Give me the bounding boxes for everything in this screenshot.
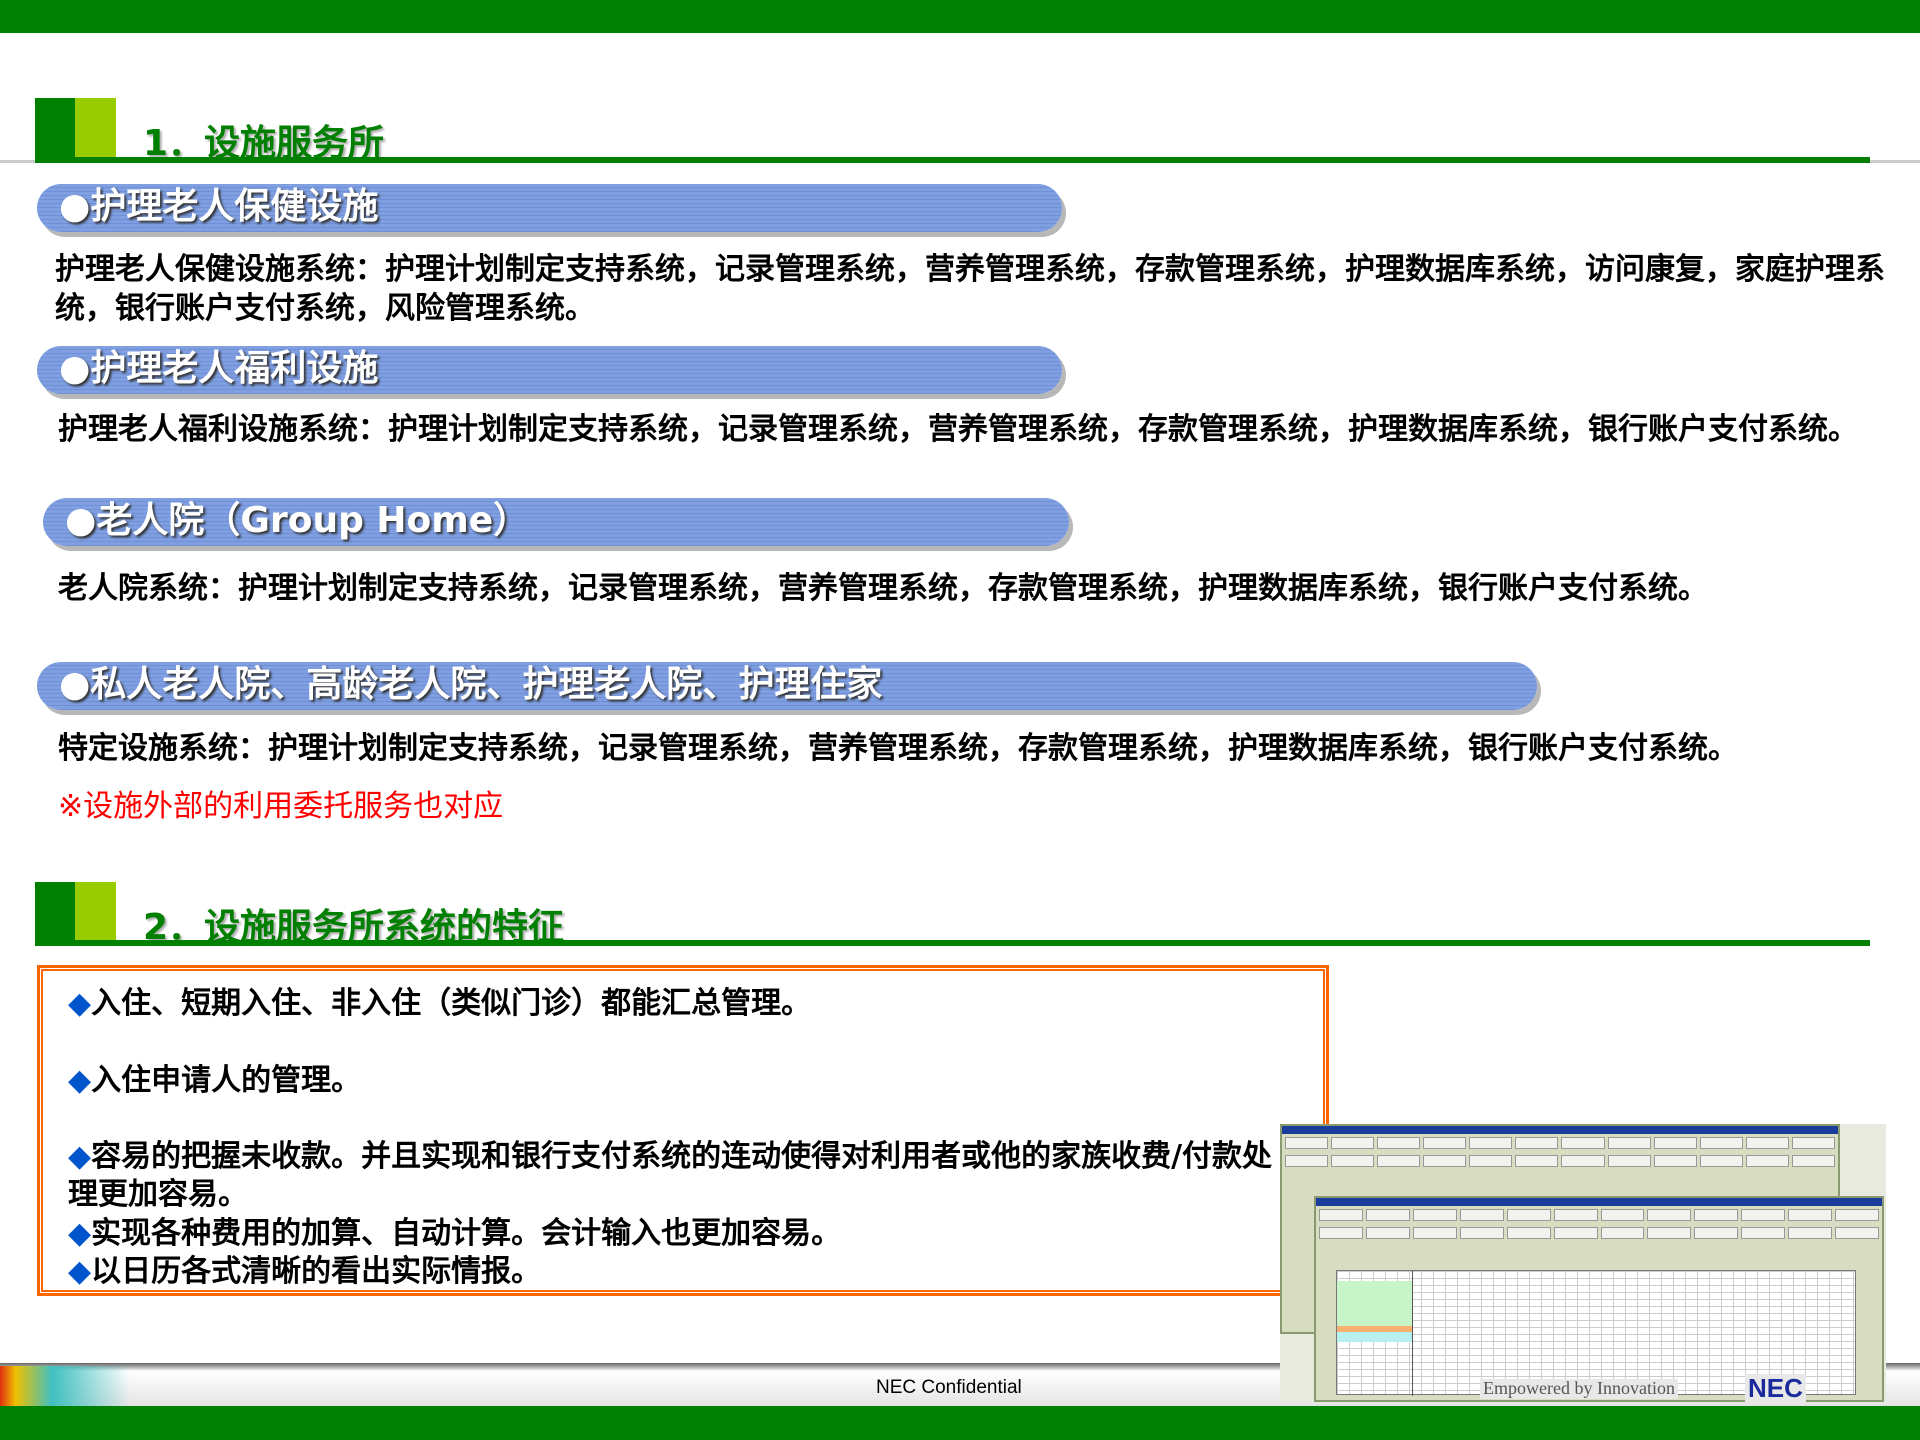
top-bar bbox=[0, 0, 1920, 33]
section-marker bbox=[75, 98, 116, 159]
screenshot-window-front bbox=[1314, 1196, 1884, 1402]
feature-item: ◆容易的把握未收款。并且实现和银行支付系统的连动使得对利用者或他的家族收费/付款… bbox=[68, 1139, 1273, 1212]
facility-description: 护理老人保健设施系统：护理计划制定支持系统，记录管理系统，营养管理系统，存款管理… bbox=[55, 252, 1885, 326]
facility-description: 老人院系统：护理计划制定支持系统，记录管理系统，营养管理系统，存款管理系统，护理… bbox=[58, 571, 1708, 606]
nec-logo: NEC bbox=[1745, 1374, 1806, 1403]
feature-item: ◆入住、短期入住、非入住（类似门诊）都能汇总管理。 bbox=[68, 986, 812, 1021]
note: ※设施外部的利用委托服务也对应 bbox=[58, 789, 504, 824]
diamond-icon: ◆ bbox=[68, 1254, 92, 1289]
diamond-icon: ◆ bbox=[68, 1139, 92, 1174]
section-marker bbox=[35, 882, 75, 943]
bottom-bar bbox=[0, 1406, 1920, 1440]
diamond-icon: ◆ bbox=[68, 1063, 92, 1098]
feature-item: ◆实现各种费用的加算、自动计算。会计输入也更加容易。 bbox=[68, 1216, 842, 1251]
facility-description: 特定设施系统：护理计划制定支持系统，记录管理系统，营养管理系统，存款管理系统，护… bbox=[58, 731, 1738, 766]
section-marker bbox=[35, 98, 75, 159]
facility-heading: ●护理老人福利设施 bbox=[37, 346, 1062, 394]
feature-item: ◆以日历各式清晰的看出实际情报。 bbox=[68, 1254, 542, 1289]
slogan: Empowered by Innovation bbox=[1480, 1378, 1678, 1399]
facility-heading: ●护理老人保健设施 bbox=[37, 184, 1062, 232]
facility-heading: ●私人老人院、高龄老人院、护理老人院、护理住家 bbox=[37, 662, 1537, 710]
diamond-icon: ◆ bbox=[68, 1216, 92, 1251]
section-underline bbox=[35, 157, 1870, 163]
calendar-grid bbox=[1336, 1270, 1856, 1396]
feature-item: ◆入住申请人的管理。 bbox=[68, 1063, 362, 1098]
section-underline bbox=[35, 940, 1870, 946]
diamond-icon: ◆ bbox=[68, 986, 92, 1021]
facility-heading: ●老人院（Group Home） bbox=[43, 498, 1069, 546]
section-marker bbox=[75, 882, 116, 943]
application-screenshot bbox=[1280, 1124, 1886, 1402]
confidential-label: NEC Confidential bbox=[876, 1377, 1022, 1398]
facility-description: 护理老人福利设施系统：护理计划制定支持系统，记录管理系统，营养管理系统，存款管理… bbox=[58, 412, 1858, 447]
footer-decoration bbox=[0, 1366, 130, 1406]
